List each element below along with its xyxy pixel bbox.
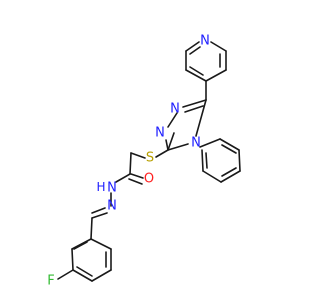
bond-co-nh xyxy=(115,173,131,183)
bond-n-ch xyxy=(91,212,108,219)
fluorophenyl-ring xyxy=(71,217,112,282)
atom-n-h: N xyxy=(107,181,117,196)
atom-s: S xyxy=(146,151,154,166)
atom-n-triazole-4: N xyxy=(191,136,201,151)
atom-h: H xyxy=(96,180,105,194)
bond-co-o-b xyxy=(128,178,143,185)
atom-n-pyridine: N xyxy=(200,34,210,49)
atom-o: O xyxy=(144,172,154,187)
triazole-ring xyxy=(165,99,207,151)
bond-n-ch-b xyxy=(91,207,106,214)
bond-s-ch2 xyxy=(130,152,146,159)
pyridine-ring xyxy=(185,41,227,82)
atom-n-triazole-1: N xyxy=(170,102,180,117)
atom-n-imine: N xyxy=(107,199,117,214)
bond-c-f xyxy=(57,269,74,280)
atom-n-triazole-2: N xyxy=(155,126,165,141)
bond-ch2-co xyxy=(129,152,132,175)
molecule-diagram: N N N N S O N H N F xyxy=(47,34,241,289)
atom-f: F xyxy=(47,274,54,289)
phenyl-ring xyxy=(199,138,241,183)
bond-co-o-a xyxy=(130,173,144,179)
structure-svg: N N N N S O N H N F xyxy=(47,34,241,289)
bond-triazole-s xyxy=(155,149,169,158)
